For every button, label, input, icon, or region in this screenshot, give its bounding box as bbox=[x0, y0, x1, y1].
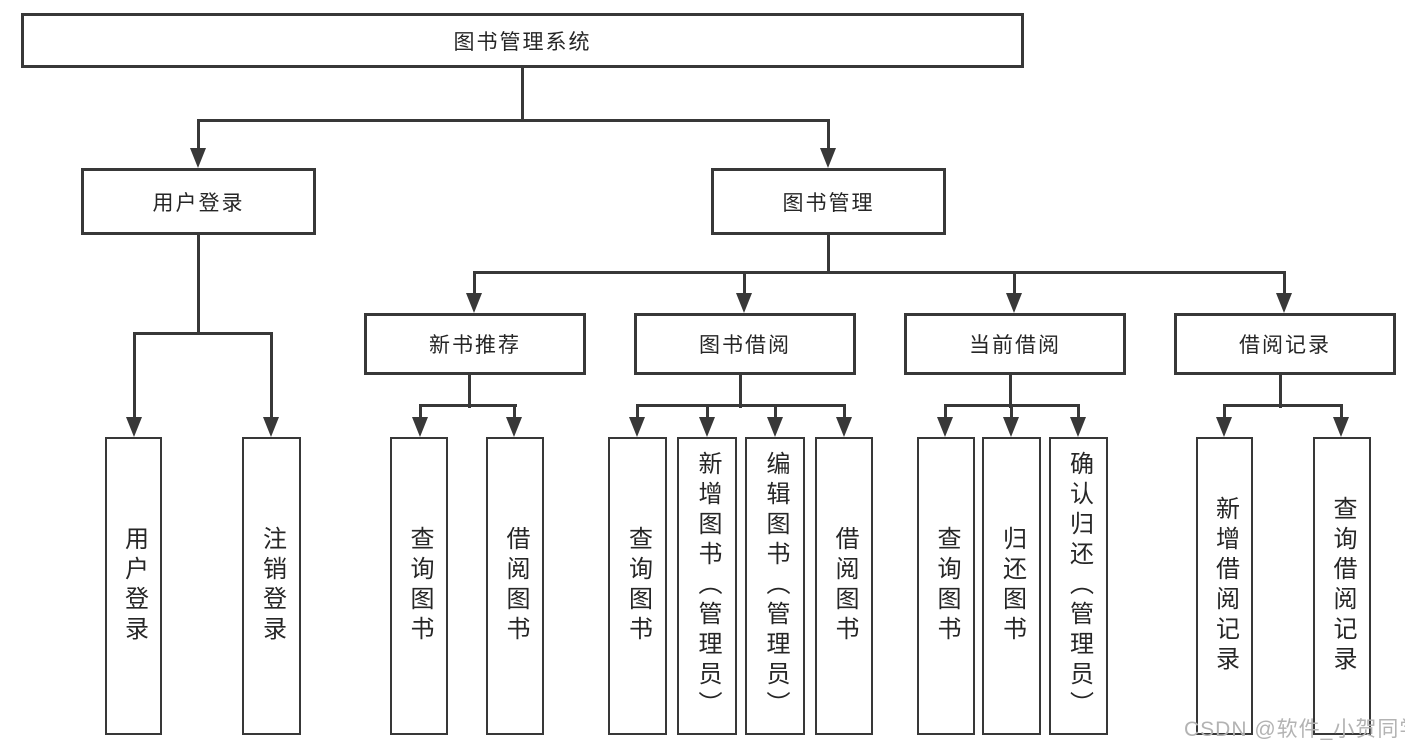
connector-root-trunk bbox=[521, 68, 524, 122]
node-new-book-recommend: 新书推荐 bbox=[364, 313, 586, 375]
leaf-logout: 注销登录 bbox=[242, 437, 301, 735]
connector-user-login-bar bbox=[133, 332, 273, 335]
leaf-query-books-1: 查询图书 bbox=[390, 437, 448, 735]
leaf-label: 确认归还（管理员） bbox=[1065, 451, 1093, 721]
leaf-add-book-admin: 新增图书（管理员） bbox=[677, 437, 737, 735]
leaf-query-borrow-record: 查询借阅记录 bbox=[1313, 437, 1371, 735]
connector-borrowing-records-bar bbox=[1223, 404, 1343, 407]
node-label: 用户登录 bbox=[152, 191, 245, 215]
leaf-borrow-books-2: 借阅图书 bbox=[815, 437, 873, 735]
node-label: 图书借阅 bbox=[699, 334, 791, 357]
csdn-watermark: CSDN @软件_小贺同学 bbox=[1184, 718, 1405, 741]
connector-book-management-bar bbox=[473, 271, 1286, 274]
leaf-label: 借阅图书 bbox=[831, 526, 858, 646]
node-label: 图书管理系统 bbox=[453, 30, 592, 54]
leaf-label: 查询图书 bbox=[624, 526, 652, 646]
node-label: 当前借阅 bbox=[969, 334, 1061, 357]
connector-root-bar bbox=[197, 119, 830, 122]
leaf-label: 新增借阅记录 bbox=[1211, 496, 1239, 676]
leaf-label: 查询借阅记录 bbox=[1329, 496, 1356, 676]
node-current-borrowing: 当前借阅 bbox=[904, 313, 1126, 375]
leaf-label: 借阅图书 bbox=[502, 526, 529, 646]
connector-borrowing-records-trunk bbox=[1279, 375, 1282, 408]
leaf-label: 查询图书 bbox=[933, 526, 960, 646]
connector-book-borrowing-bar bbox=[636, 404, 845, 407]
leaf-borrow-books-1: 借阅图书 bbox=[486, 437, 544, 735]
leaf-return-books: 归还图书 bbox=[982, 437, 1041, 735]
connector-new-book-trunk bbox=[468, 375, 471, 408]
node-label: 新书推荐 bbox=[429, 334, 521, 357]
node-label: 图书管理 bbox=[782, 191, 875, 215]
leaf-user-login: 用户登录 bbox=[105, 437, 162, 735]
leaf-label: 归还图书 bbox=[998, 526, 1026, 646]
node-borrowing-records: 借阅记录 bbox=[1174, 313, 1396, 375]
leaf-label: 注销登录 bbox=[258, 526, 286, 646]
connector-book-management-trunk bbox=[827, 235, 830, 274]
connector-book-borrowing-trunk bbox=[739, 375, 742, 408]
leaf-query-books-2: 查询图书 bbox=[608, 437, 667, 735]
node-book-borrowing: 图书借阅 bbox=[634, 313, 856, 375]
node-user-login: 用户登录 bbox=[81, 168, 316, 235]
leaf-confirm-return-admin: 确认归还（管理员） bbox=[1049, 437, 1108, 735]
node-label: 借阅记录 bbox=[1239, 334, 1331, 357]
leaf-query-books-3: 查询图书 bbox=[917, 437, 975, 735]
connector-current-borrowing-trunk bbox=[1009, 375, 1012, 408]
connector-new-book-bar bbox=[419, 404, 517, 407]
leaf-add-borrow-record: 新增借阅记录 bbox=[1196, 437, 1253, 735]
node-library-management-system: 图书管理系统 bbox=[21, 13, 1024, 68]
leaf-label: 新增图书（管理员） bbox=[694, 451, 721, 721]
leaf-label: 编辑图书（管理员） bbox=[762, 451, 789, 721]
leaf-label: 用户登录 bbox=[120, 526, 148, 646]
leaf-label: 查询图书 bbox=[406, 526, 433, 646]
node-book-management: 图书管理 bbox=[711, 168, 946, 235]
connector-user-login-trunk bbox=[197, 235, 200, 335]
leaf-edit-book-admin: 编辑图书（管理员） bbox=[745, 437, 805, 735]
